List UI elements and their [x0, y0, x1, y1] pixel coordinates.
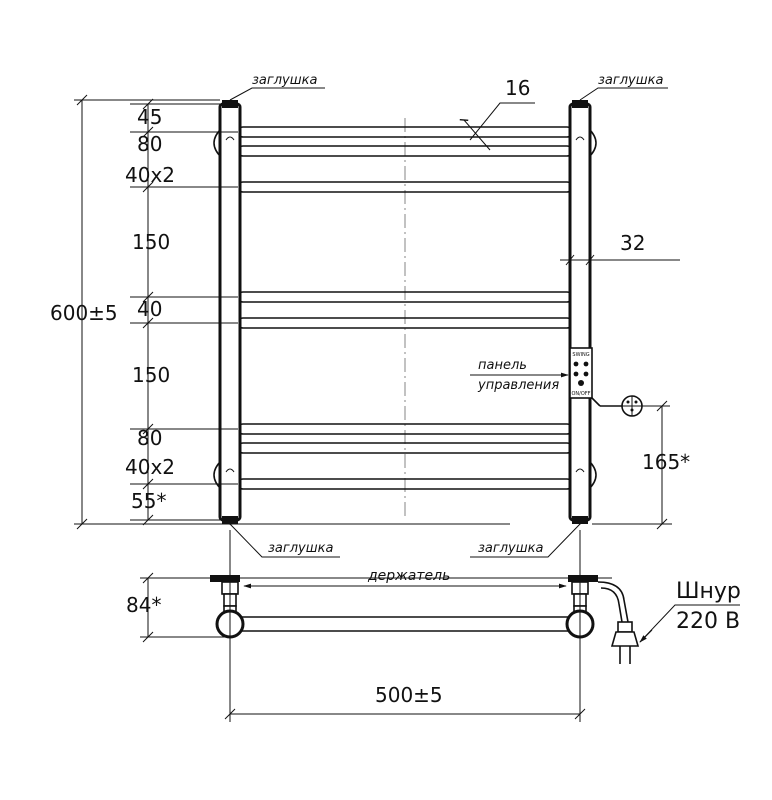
dim-80-bottom: 80 [137, 426, 162, 450]
dim-40-mid: 40 [137, 297, 162, 321]
cord-label-line2: 220 В [676, 609, 740, 634]
plug-label-top-left: заглушка [252, 73, 317, 88]
left-top-plug [222, 100, 238, 108]
right-riser [568, 102, 592, 522]
dim-84: 84* [126, 593, 161, 617]
holder-label: держатель [367, 568, 450, 584]
dim-165: 165* [642, 450, 690, 474]
tube-dim-leader [469, 102, 535, 141]
horizontal-tubes [237, 126, 573, 490]
dim-45: 45 [137, 105, 162, 129]
holder-left [210, 575, 240, 613]
dim-40x2-bottom: 40x2 [125, 455, 175, 479]
panel-label-line1: панель [478, 358, 527, 373]
dim-150-bottom: 150 [132, 363, 170, 387]
dim-55: 55* [131, 489, 166, 513]
plug-leader-top-right [579, 87, 668, 101]
panel-mark-bottom: ON/OFF [571, 391, 590, 397]
bracket-screws [225, 136, 585, 473]
right-top-plug [572, 100, 588, 108]
cord-label-line1: Шнур [676, 579, 741, 604]
panel-mark-top: SWING [572, 352, 589, 358]
dim-80-top: 80 [137, 132, 162, 156]
tube-dim-tick [459, 118, 491, 151]
dim-40x2-top: 40x2 [125, 163, 175, 187]
dim-32: 32 [620, 231, 645, 255]
holder-right [568, 575, 598, 613]
dim-600: 600±5 [50, 301, 118, 325]
plug-label-bottom-left: заглушка [268, 541, 333, 556]
power-cord-plug [597, 581, 640, 664]
dim-150-top: 150 [132, 230, 170, 254]
front-view: SWING ON/OFF панель управления заглушка [50, 73, 690, 558]
top-view: держатель 84* Шнур 220 В [126, 530, 741, 722]
left-bottom-plug [222, 516, 238, 524]
left-dimension-chain [130, 98, 238, 526]
dim-500: 500±5 [375, 683, 443, 707]
left-riser [218, 102, 242, 522]
right-bottom-plug [572, 516, 588, 524]
power-cord-front [591, 395, 670, 417]
plug-label-bottom-right: заглушка [478, 541, 543, 556]
dim-16: 16 [505, 76, 530, 100]
plug-leader-bottom-left [229, 523, 340, 558]
control-panel: SWING ON/OFF [569, 347, 593, 399]
plug-leader-top-left [229, 87, 325, 101]
plug-label-top-right: заглушка [598, 73, 663, 88]
panel-label-line2: управления [477, 378, 559, 393]
plug-leader-bottom-right [470, 523, 581, 558]
